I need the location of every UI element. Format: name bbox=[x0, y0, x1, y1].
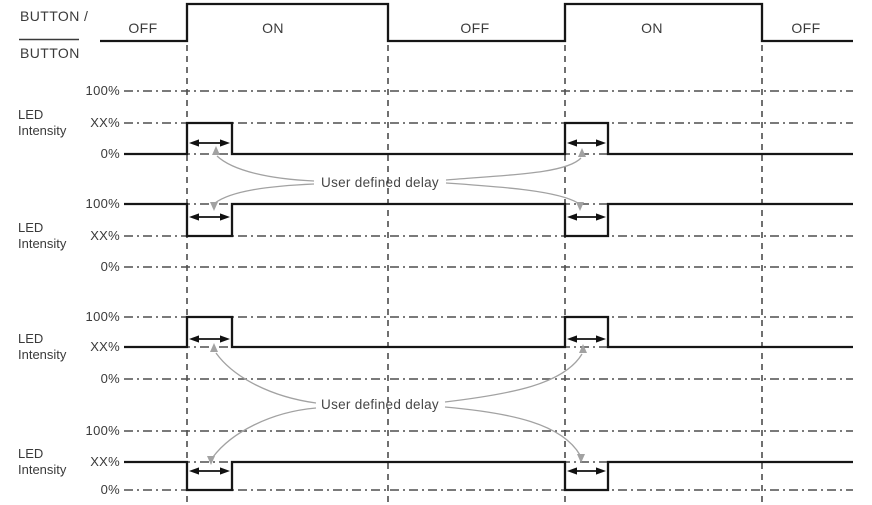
row4-level-0: 0% bbox=[101, 482, 121, 497]
state-off-1: OFF bbox=[128, 20, 157, 36]
arrowhead-left bbox=[567, 467, 577, 475]
row1-delay-arrow-2 bbox=[567, 139, 606, 147]
led-row-3: LED Intensity 100% XX% 0% bbox=[18, 309, 853, 386]
state-off-3: OFF bbox=[791, 20, 820, 36]
annotation-bottom-label: User defined delay bbox=[321, 397, 439, 412]
row3-level-xx: XX% bbox=[90, 339, 120, 354]
arrowhead-right bbox=[596, 467, 606, 475]
arrowhead-left bbox=[189, 467, 199, 475]
leader-arrowhead-down bbox=[576, 202, 584, 211]
button-label-bottom: BUTTON bbox=[20, 45, 80, 61]
led-row-2: LED Intensity 100% XX% 0% bbox=[18, 196, 853, 274]
leader-arrowhead-up bbox=[212, 146, 220, 155]
row2-level-100: 100% bbox=[86, 196, 121, 211]
button-label-top: BUTTON / bbox=[20, 8, 88, 24]
button-waveform bbox=[100, 2, 853, 43]
row4-delay-arrow-1 bbox=[189, 467, 230, 475]
row1-label-intensity: Intensity bbox=[18, 123, 67, 138]
arrowhead-left bbox=[189, 139, 199, 147]
row1-level-xx: XX% bbox=[90, 115, 120, 130]
arrowhead-left bbox=[567, 335, 577, 343]
leader-arrowhead-up bbox=[578, 148, 586, 157]
leader-curve bbox=[444, 406, 581, 456]
row3-level-100: 100% bbox=[86, 309, 121, 324]
row2-label-led: LED bbox=[18, 220, 43, 235]
row1-level-0: 0% bbox=[101, 146, 121, 161]
row2-level-0: 0% bbox=[101, 259, 121, 274]
leader-curve bbox=[445, 182, 579, 204]
row1-delay-arrow-1 bbox=[189, 139, 230, 147]
row2-level-xx: XX% bbox=[90, 228, 120, 243]
leader-curve bbox=[445, 157, 582, 181]
leader-arrowhead-up bbox=[210, 343, 218, 352]
leader-curve bbox=[444, 353, 583, 403]
row1-level-100: 100% bbox=[86, 83, 121, 98]
leader-arrowhead-down bbox=[207, 456, 215, 465]
arrowhead-left bbox=[189, 335, 199, 343]
row2-waveform bbox=[124, 202, 853, 238]
row3-waveform bbox=[124, 315, 853, 349]
state-on-2: ON bbox=[641, 20, 663, 36]
row4-level-100: 100% bbox=[86, 423, 121, 438]
row3-level-0: 0% bbox=[101, 371, 121, 386]
leader-curve bbox=[216, 155, 315, 182]
arrowhead-right bbox=[596, 213, 606, 221]
arrowhead-right bbox=[220, 139, 230, 147]
arrowhead-right bbox=[220, 335, 230, 343]
leader-curve bbox=[212, 407, 317, 458]
button-state-labels: OFF ON OFF ON OFF bbox=[128, 20, 820, 36]
arrowhead-right bbox=[596, 139, 606, 147]
row4-delay-arrow-2 bbox=[567, 467, 606, 475]
row4-label-led: LED bbox=[18, 446, 43, 461]
leader-arrowhead-up bbox=[579, 344, 587, 353]
row1-label-led: LED bbox=[18, 107, 43, 122]
annotation-top: User defined delay bbox=[210, 146, 586, 211]
arrowhead-right bbox=[596, 335, 606, 343]
arrowhead-right bbox=[220, 213, 230, 221]
row4-label-intensity: Intensity bbox=[18, 462, 67, 477]
leader-curve bbox=[215, 352, 317, 404]
annotation-top-label: User defined delay bbox=[321, 175, 439, 190]
row3-delay-arrow-2 bbox=[567, 335, 606, 343]
row2-delay-arrow-2 bbox=[567, 213, 606, 221]
leader-arrowhead-down bbox=[577, 454, 585, 463]
arrowhead-left bbox=[189, 213, 199, 221]
signal-name-block: BUTTON / BUTTON bbox=[19, 8, 88, 61]
row1-waveform bbox=[124, 121, 853, 156]
arrowhead-left bbox=[567, 213, 577, 221]
row3-label-led: LED bbox=[18, 331, 43, 346]
button-edge-gridlines bbox=[186, 45, 763, 502]
annotation-bottom: User defined delay bbox=[207, 343, 587, 465]
row2-label-intensity: Intensity bbox=[18, 236, 67, 251]
row4-waveform bbox=[124, 460, 853, 492]
row3-label-intensity: Intensity bbox=[18, 347, 67, 362]
row4-level-xx: XX% bbox=[90, 454, 120, 469]
state-on-1: ON bbox=[262, 20, 284, 36]
led-row-4: LED Intensity 100% XX% 0% bbox=[18, 423, 853, 497]
row2-delay-arrow-1 bbox=[189, 213, 230, 221]
arrowhead-left bbox=[567, 139, 577, 147]
leader-arrowhead-down bbox=[210, 202, 218, 211]
arrowhead-right bbox=[220, 467, 230, 475]
led-row-1: LED Intensity 100% XX% 0% bbox=[18, 83, 853, 161]
leader-curve bbox=[214, 183, 315, 204]
row3-delay-arrow-1 bbox=[189, 335, 230, 343]
state-off-2: OFF bbox=[460, 20, 489, 36]
